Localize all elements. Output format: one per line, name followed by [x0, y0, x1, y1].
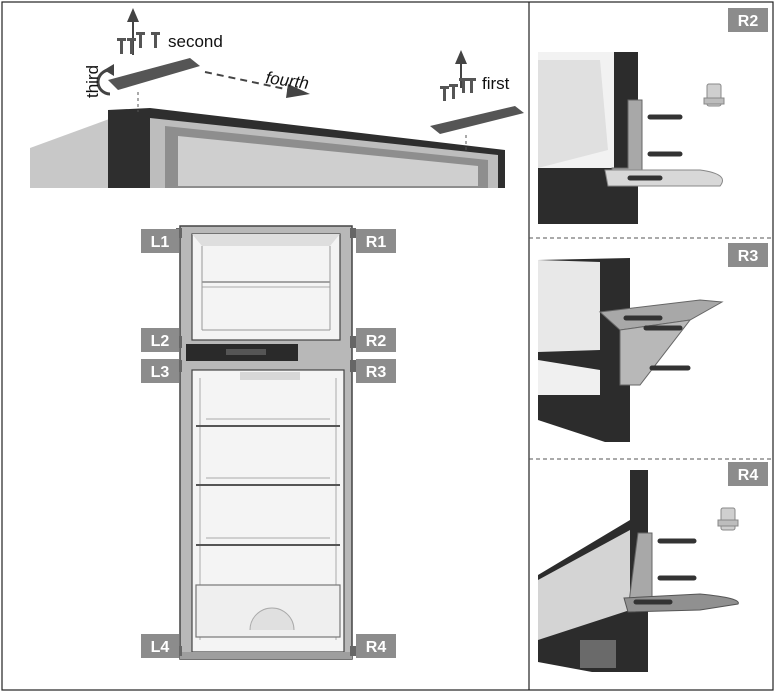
r3-door-lower	[538, 360, 600, 395]
freezer-top-panel	[192, 234, 340, 246]
step-fourth-label: fourth	[264, 68, 310, 93]
r2-pin	[703, 83, 725, 107]
left-hinge-plate	[108, 58, 200, 90]
svg-text:R1: R1	[366, 234, 387, 251]
svg-text:R2: R2	[738, 13, 759, 30]
right-hinge-plate	[430, 106, 524, 134]
left-screws	[117, 32, 160, 54]
fridge-top-left-surface	[30, 118, 112, 188]
step-second-label: second	[168, 32, 223, 51]
fourth-arrow-head	[286, 84, 310, 98]
crisper-handle	[249, 607, 295, 631]
fridge-top-inner-surface	[178, 136, 478, 186]
detail-r2: R2	[538, 8, 768, 224]
r4-foot	[580, 640, 616, 668]
svg-text:R4: R4	[738, 467, 759, 484]
right-screws	[440, 78, 476, 101]
top-view: second first fourth third	[30, 8, 524, 188]
r4-hinge-plate	[623, 593, 739, 613]
svg-text:R2: R2	[366, 333, 387, 350]
fourth-arrow-shaft	[204, 71, 291, 91]
r2-hinge-plate	[604, 169, 723, 187]
third-arrow-head	[104, 64, 114, 76]
label-R1: R1	[356, 229, 396, 253]
svg-text:R4: R4	[366, 639, 387, 656]
label-R3: R3	[356, 359, 396, 383]
r3-hinge-gusset	[619, 319, 692, 386]
fridge-shelves	[196, 418, 340, 546]
control-display	[226, 349, 266, 355]
first-arrow-head	[455, 50, 467, 64]
label-R2: R2	[356, 328, 396, 352]
fridge-light	[240, 372, 300, 380]
r2-door-inner	[538, 60, 608, 168]
label-L3: L3	[141, 359, 179, 383]
detail-r4: R4	[538, 462, 768, 672]
svg-text:L4: L4	[151, 639, 170, 656]
r2-bolts	[627, 114, 683, 181]
label-L1: L1	[141, 229, 179, 253]
svg-text:R3: R3	[366, 364, 387, 381]
detail-label-r3: R3	[728, 243, 768, 267]
detail-label-r4: R4	[728, 462, 768, 486]
svg-text:R3: R3	[738, 248, 759, 265]
r3-door-face	[538, 260, 600, 352]
r3-bolts	[623, 315, 691, 371]
step-first-label: first	[482, 74, 510, 93]
label-L2: L2	[141, 328, 179, 352]
detail-r3: R3	[538, 243, 768, 442]
detail-label-r2: R2	[728, 8, 768, 32]
fridge-base	[180, 652, 352, 659]
label-L4: L4	[141, 634, 179, 658]
svg-text:L3: L3	[151, 364, 170, 381]
front-view: L1 R1 L2 R2 L3 R3 L4 R4	[141, 225, 396, 660]
r4-door-lower	[538, 530, 630, 640]
svg-text:L1: L1	[151, 234, 170, 251]
r4-pin	[717, 507, 739, 531]
svg-text:L2: L2	[151, 333, 170, 350]
step-third-label: third	[83, 65, 102, 98]
r4-bolts	[633, 538, 697, 605]
label-R4: R4	[356, 634, 396, 658]
second-arrow-head	[127, 8, 139, 22]
r3-hinge-top	[598, 299, 724, 331]
